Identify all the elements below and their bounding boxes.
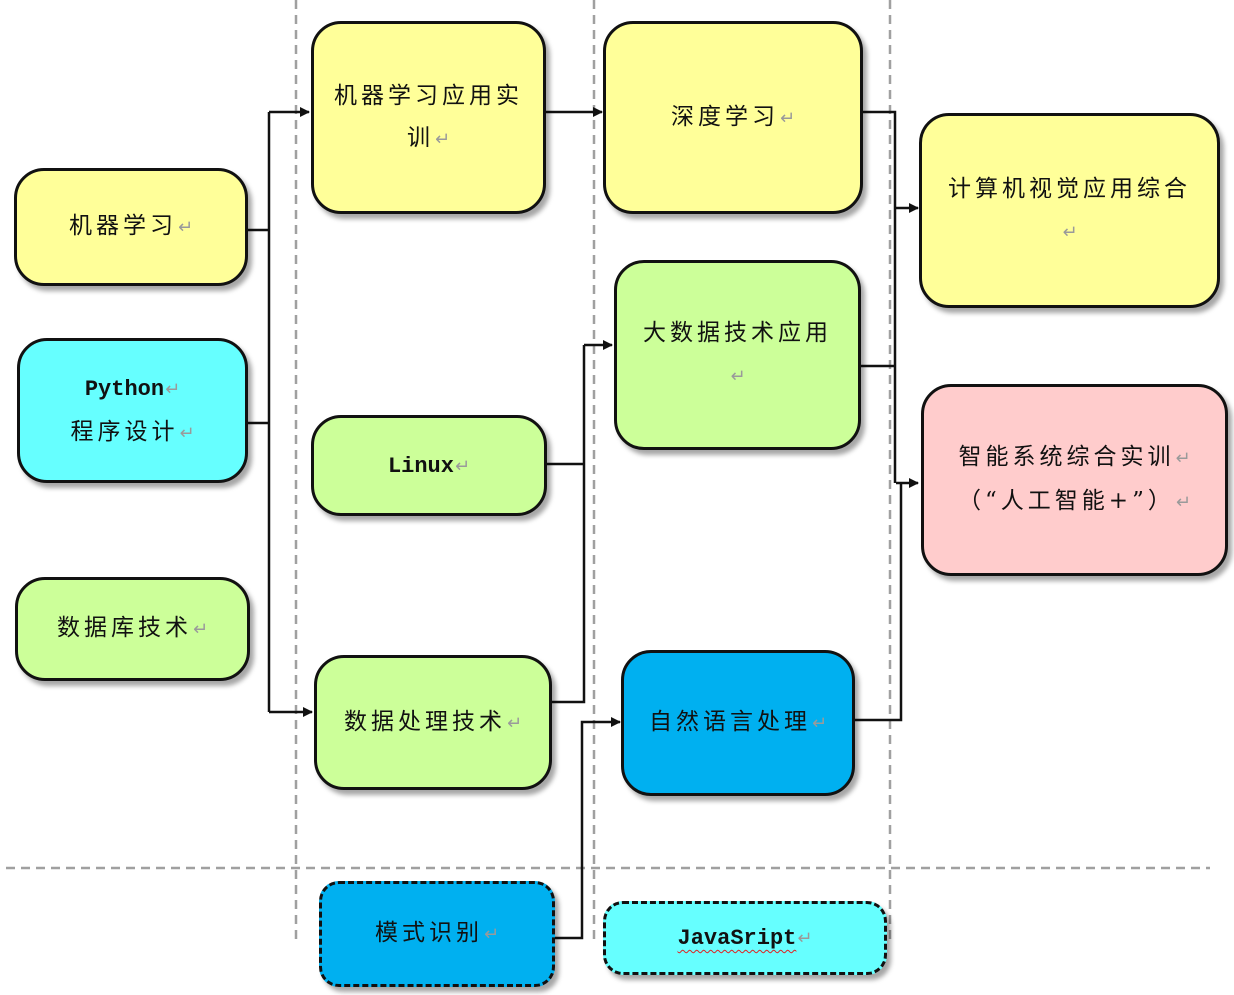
node-label-text: 机器学习应用实 xyxy=(334,82,523,109)
node-label-line: 模式识别↵ xyxy=(375,912,499,956)
node-python-programming[interactable]: Python↵程序设计↵ xyxy=(17,338,248,483)
node-label-text: 计算机视觉应用综合 xyxy=(948,175,1191,202)
edge-linux-data-to-bigdata xyxy=(547,345,586,704)
return-mark-icon: ↵ xyxy=(434,128,451,150)
return-mark-icon: ↵ xyxy=(165,378,181,400)
edge-nlp-to-ai-sys xyxy=(855,484,903,722)
return-mark-icon: ↵ xyxy=(1175,448,1191,469)
node-pattern-recognition[interactable]: 模式识别↵ xyxy=(319,881,555,987)
node-computer-vision[interactable]: 计算机视觉应用综合 ↵ xyxy=(919,113,1220,308)
node-label-text: Linux xyxy=(387,453,454,479)
node-label-line: 智能系统综合实训↵ xyxy=(958,436,1190,480)
node-label-line: 数据处理技术↵ xyxy=(344,701,522,745)
node-machine-learning[interactable]: 机器学习↵ xyxy=(14,168,248,286)
node-label-line: 机器学习↵ xyxy=(69,205,193,249)
node-javascript[interactable]: JavaSript↵ xyxy=(603,901,887,975)
return-mark-icon: ↵ xyxy=(797,928,813,949)
node-label-text: 智能系统综合实训 xyxy=(958,444,1175,470)
node-database-technology[interactable]: 数据库技术↵ xyxy=(15,577,250,681)
edge-foundation-bus xyxy=(248,112,271,712)
return-mark-icon: ↵ xyxy=(454,455,471,477)
node-label-line: 训↵ xyxy=(407,117,450,161)
node-label-text: 深度学习 xyxy=(670,103,779,130)
node-big-data-application[interactable]: 大数据技术应用 ↵ xyxy=(614,260,861,450)
node-label-line: 机器学习应用实 xyxy=(334,75,523,117)
node-intelligent-systems[interactable]: 智能系统综合实训↵（“人工智能+”）↵ xyxy=(921,384,1228,576)
node-label-line: （“人工智能+”）↵ xyxy=(958,480,1191,524)
node-label-line: JavaSript↵ xyxy=(678,916,813,960)
node-data-processing[interactable]: 数据处理技术↵ xyxy=(314,655,552,790)
return-mark-icon: ↵ xyxy=(1175,492,1191,513)
node-label-text: 程序设计 xyxy=(70,418,179,445)
node-label-text: 数据处理技术 xyxy=(343,708,506,735)
node-label-text: （“人工智能+”） xyxy=(958,488,1175,514)
node-deep-learning[interactable]: 深度学习↵ xyxy=(603,21,863,214)
return-mark-icon: ↵ xyxy=(506,712,523,734)
node-label-line: Python↵ xyxy=(85,367,180,411)
node-label-text: 数据库技术 xyxy=(56,615,192,641)
node-label-text: 自然语言处理 xyxy=(648,709,811,735)
return-mark-icon: ↵ xyxy=(730,366,746,387)
return-mark-icon: ↵ xyxy=(779,107,796,129)
node-label-line: 深度学习↵ xyxy=(671,96,795,140)
return-mark-icon: ↵ xyxy=(177,217,194,238)
return-mark-icon: ↵ xyxy=(179,422,195,444)
node-label-line: 大数据技术应用 ↵ xyxy=(635,312,840,398)
node-label-text: JavaSript xyxy=(677,926,797,951)
node-label-text: 机器学习 xyxy=(68,213,177,239)
node-label-line: Linux↵ xyxy=(388,444,470,488)
node-label-line: 计算机视觉应用综合 ↵ xyxy=(940,168,1199,254)
node-ml-practice[interactable]: 机器学习应用实训↵ xyxy=(311,21,546,214)
node-linux[interactable]: Linux↵ xyxy=(311,415,547,516)
edge-deep-bigdata-bus xyxy=(860,110,897,483)
node-label-text: 大数据技术应用 xyxy=(643,320,832,346)
node-label-line: 自然语言处理↵ xyxy=(649,701,827,745)
return-mark-icon: ↵ xyxy=(1062,221,1078,243)
return-mark-icon: ↵ xyxy=(192,619,209,640)
return-mark-icon: ↵ xyxy=(483,924,500,945)
return-mark-icon: ↵ xyxy=(811,713,828,734)
node-nlp[interactable]: 自然语言处理↵ xyxy=(621,650,855,796)
node-label-text: Python xyxy=(84,376,165,402)
node-label-line: 程序设计↵ xyxy=(70,411,194,455)
node-label-text: 训 xyxy=(406,124,434,151)
node-label-line: 数据库技术↵ xyxy=(57,607,208,651)
node-label-text: 模式识别 xyxy=(374,920,483,946)
